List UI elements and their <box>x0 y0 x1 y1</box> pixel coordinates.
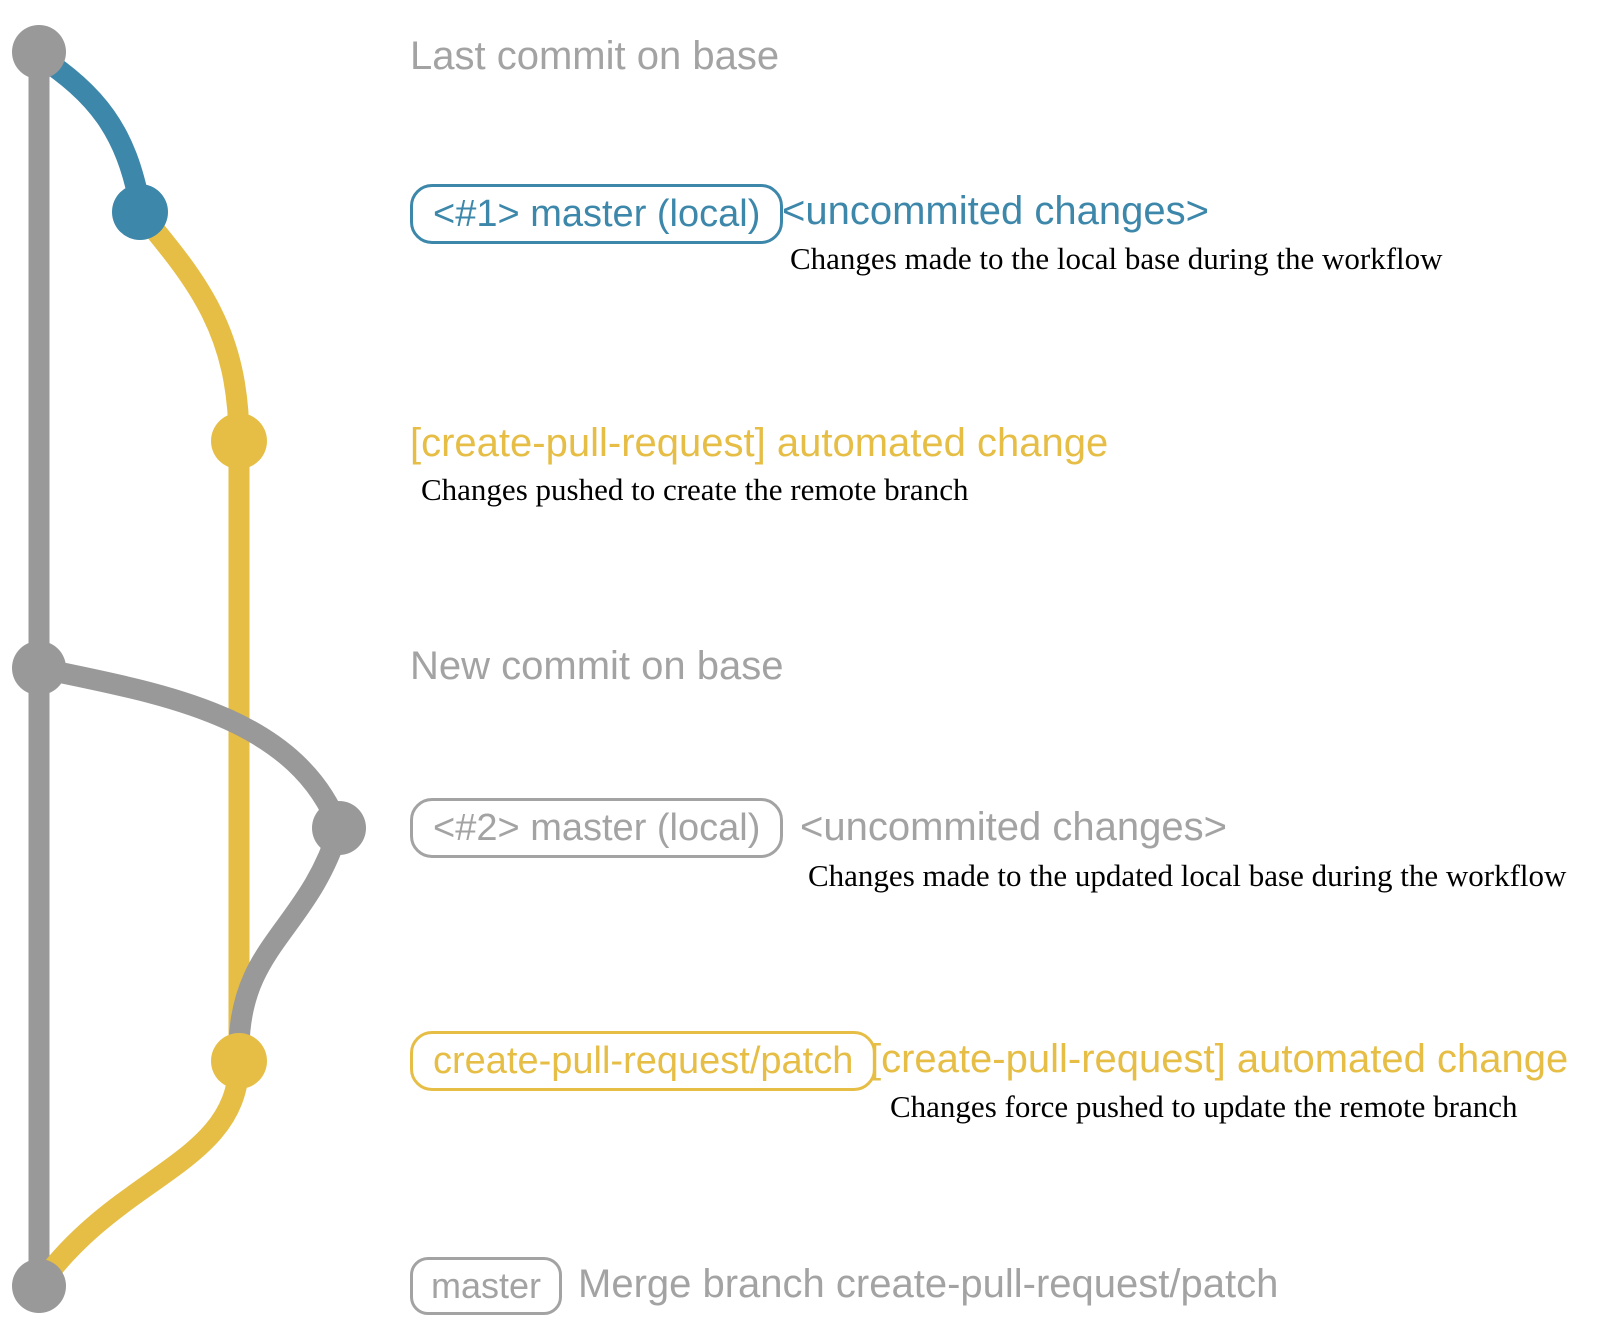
desc-force-push-update-remote: Changes force pushed to update the remot… <box>890 1088 1518 1124</box>
desc-push-create-remote: Changes pushed to create the remote bran… <box>421 471 969 507</box>
desc-local-base-changes: Changes made to the local base during th… <box>790 240 1443 276</box>
note-uncommitted-changes-2: <uncommited changes> <box>800 805 1227 849</box>
label-automated-change-1: [create-pull-request] automated change <box>410 421 1109 465</box>
branch-tag-master-local-1: <#1> master (local) <box>410 184 784 244</box>
local-to-patch-curve <box>228 824 350 1049</box>
patch-branch-curve-up <box>131 205 250 442</box>
label-last-commit-on-base: Last commit on base <box>410 34 780 78</box>
commit-node-local-1 <box>112 184 168 240</box>
label-new-commit-on-base: New commit on base <box>410 644 784 688</box>
local-branch-curve-1 <box>33 47 151 208</box>
commit-node-local-2 <box>312 801 366 855</box>
patch-merge-curve <box>30 1060 250 1293</box>
base-to-local-curve-2 <box>36 657 349 832</box>
desc-merge-branch: Merge branch create-pull-request/patch <box>578 1262 1279 1306</box>
branch-tag-create-pull-request-patch: create-pull-request/patch <box>410 1031 877 1091</box>
label-automated-change-2: [create-pull-request] automated change <box>870 1037 1569 1081</box>
note-uncommitted-changes-1: <uncommited changes> <box>782 189 1209 233</box>
desc-updated-local-base-changes: Changes made to the updated local base d… <box>808 857 1567 893</box>
branch-tag-master-local-2: <#2> master (local) <box>410 798 784 858</box>
branch-tag-master: master <box>410 1257 563 1315</box>
commit-node-new-base <box>12 641 66 695</box>
commit-node-merge <box>12 1259 66 1313</box>
commit-node-patch-1 <box>211 413 267 469</box>
commit-node-last-base <box>12 25 66 79</box>
commit-node-patch-2 <box>211 1033 267 1089</box>
